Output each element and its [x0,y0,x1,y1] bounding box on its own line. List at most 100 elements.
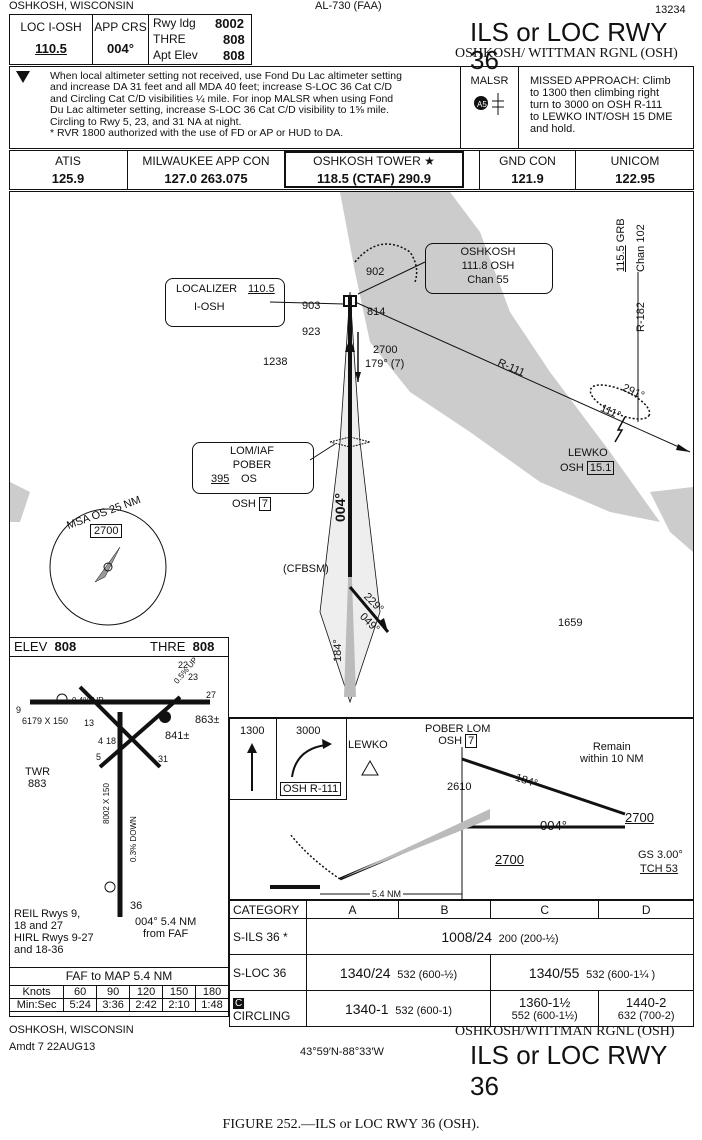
loc-frequency: 110.5 [35,41,67,56]
glideslope-angle: GS 3.00° [638,849,683,861]
thre-label-ad: THRE 808 [150,639,215,654]
atis-freq: 125.9 [51,171,85,186]
osh-7-dme: OSH 7 [232,497,272,511]
course-179: 179° (7) [365,358,405,370]
localizer-box: LOCALIZER 110.5 I-OSH [165,278,285,327]
obstacle-841: 841± [165,730,190,742]
apt-elev-value: 808 [223,48,245,63]
obstacle-814: 814 [367,306,386,318]
lewko-hold: LEWKO [348,739,388,751]
faf-map-title: FAF to MAP 5.4 NM [65,969,173,983]
minimums-table: CATEGORY A B C D S-ILS 36 * 1008/24 200 … [229,900,694,1027]
rwy-ldg-label: Rwy ldg [153,16,196,30]
coordinates: 43°59′N-88°33′W [300,1046,384,1058]
rwy9-27-dims: 6179 X 150 [22,716,69,726]
rwy18-36-dims: 8002 X 150 [102,783,111,824]
ground-label: GND CON [499,154,556,168]
footer-title: ILS or LOC RWY 36 [470,1040,667,1101]
pober-lom: POBER LOM OSH 7 [425,723,491,748]
profile-distance: 5.4 NM [370,889,404,899]
rwy27-label: 27 [206,690,217,700]
intersection-icon [361,759,379,776]
unicom-label: UNICOM [610,154,660,168]
airport-diagram: ELEV 808 THRE 808 9 6179 X 150 27 0.4% U… [8,637,229,1017]
profile-course-004: 004° [540,818,567,833]
obstacle-863: 863± [195,714,220,726]
apt-elev-label: Apt Elev [153,48,198,62]
rwy36-label: 36 [130,900,143,912]
ground-freq: 121.9 [511,171,544,186]
profile-graphics [270,747,626,899]
approach-freq: 127.0 263.075 [164,171,248,186]
alt-2700-stepdown: 2700 [495,852,524,867]
airport-name: OSHKOSH/ WITTMAN RGNL (OSH) [455,46,678,61]
tch: TCH 53 [640,863,678,875]
app-crs-label: APP CRS [94,20,147,34]
rwy18-label: 18 [106,736,117,746]
tower-box [284,151,464,188]
grb-vortac: 115.5 GRB [615,218,627,272]
lewko-fix: LEWKO [568,447,608,459]
msa-altitude: 2700 [90,524,123,538]
slope-04-up: 0.4% UP [72,696,104,705]
turn-arrow-icon [291,739,332,778]
runway-data-box: Rwy ldg 8002 THRE 808 Apt Elev 808 [148,14,252,65]
profile-view: 1300 3000 OSH R-111 LEWKO POBER LOM OSH … [229,718,694,900]
rwy31-label: 31 [158,754,169,764]
climb-1300: 1300 [240,725,265,737]
app-crs-value: 004° [107,41,134,56]
rwy22-label: 22 [178,660,189,670]
rwy5-label: 5 [96,752,102,762]
rwy13-label: 13 [84,718,95,728]
alt-2700-faf: 2700 [625,810,654,825]
chart-title: ILS or LOC RWY 36 [470,17,667,75]
climb-arrow-icon [247,743,257,791]
faf-note: 004° 5.4 NM from FAF [135,916,197,940]
airport-layout [30,685,210,917]
thre-value: 808 [223,32,245,47]
thre-label: THRE [153,32,186,46]
rwy23-label: 23 [188,672,199,682]
elev-label: ELEV 808 [14,639,77,654]
oshkosh-vortac-box: OSHKOSH 111.8 OSH Chan 55 [425,243,553,294]
approach-label: MILWAUKEE APP CON [142,154,270,168]
unicom-freq: 122.95 [615,171,655,186]
lom-box: LOM/IAF POBER 395 OS [192,442,314,494]
obstacle-1659: 1659 [558,617,583,629]
lighting-notes: REIL Rwys 9, 18 and 27 HIRL Rwys 9-27 an… [14,908,94,956]
malsr-label: MALSR [470,75,509,87]
course-004: 004° [332,493,348,522]
loc-box: LOC I-OSH 110.5 [9,14,93,65]
missed-icons [230,719,347,800]
circling-icon: C [233,997,245,1009]
obstacle-923: 923 [302,326,321,338]
obstacle-903: 903 [302,300,321,312]
tower-label-ad: TWR [25,766,51,778]
rwy-ldg-value: 8002 [215,16,244,31]
loc-label: LOC I-OSH [20,20,82,34]
plan-view: 902 903 814 923 1238 1659 OSHKOSH 111.8 … [9,191,694,718]
missed-approach-text: MISSED APPROACH: Climb to 1300 then clim… [530,75,673,135]
footer-location: OSHKOSH, WISCONSIN [9,1024,134,1036]
tower-height: 883 [28,778,47,790]
tower-freq: 118.5 (CTAF) 290.9 [317,171,431,186]
alt-2610: 2610 [447,781,472,793]
obstacle-1238: 1238 [263,356,288,368]
cfbsm-fix: (CFBSM) [283,563,329,575]
takeoff-minimums-icon [16,71,30,83]
figure-caption: FIGURE 252.—ILS or LOC RWY 36 (OSH). [222,1117,480,1132]
chart-id: AL-730 (FAA) [315,0,382,12]
rwy4-label: 4 [98,736,104,746]
header-location: OSHKOSH, WISCONSIN [9,0,134,12]
app-crs-box: APP CRS 004° [92,14,149,65]
rwy9-label: 9 [16,705,22,715]
lewko-dme: OSH 15.1 [560,461,615,475]
notes-box: When local altimeter setting not receive… [9,66,694,149]
obstacle-902: 902 [366,266,385,278]
footer-airport: OSHKOSH/WITTMAN RGNL (OSH) [455,1024,675,1039]
slope-03-down: 0.3% DOWN [129,816,138,862]
amendment: Amdt 7 22AUG13 [9,1041,96,1053]
grb-channel: Chan 102 [635,224,647,272]
radial-r182: R-182 [635,302,647,332]
